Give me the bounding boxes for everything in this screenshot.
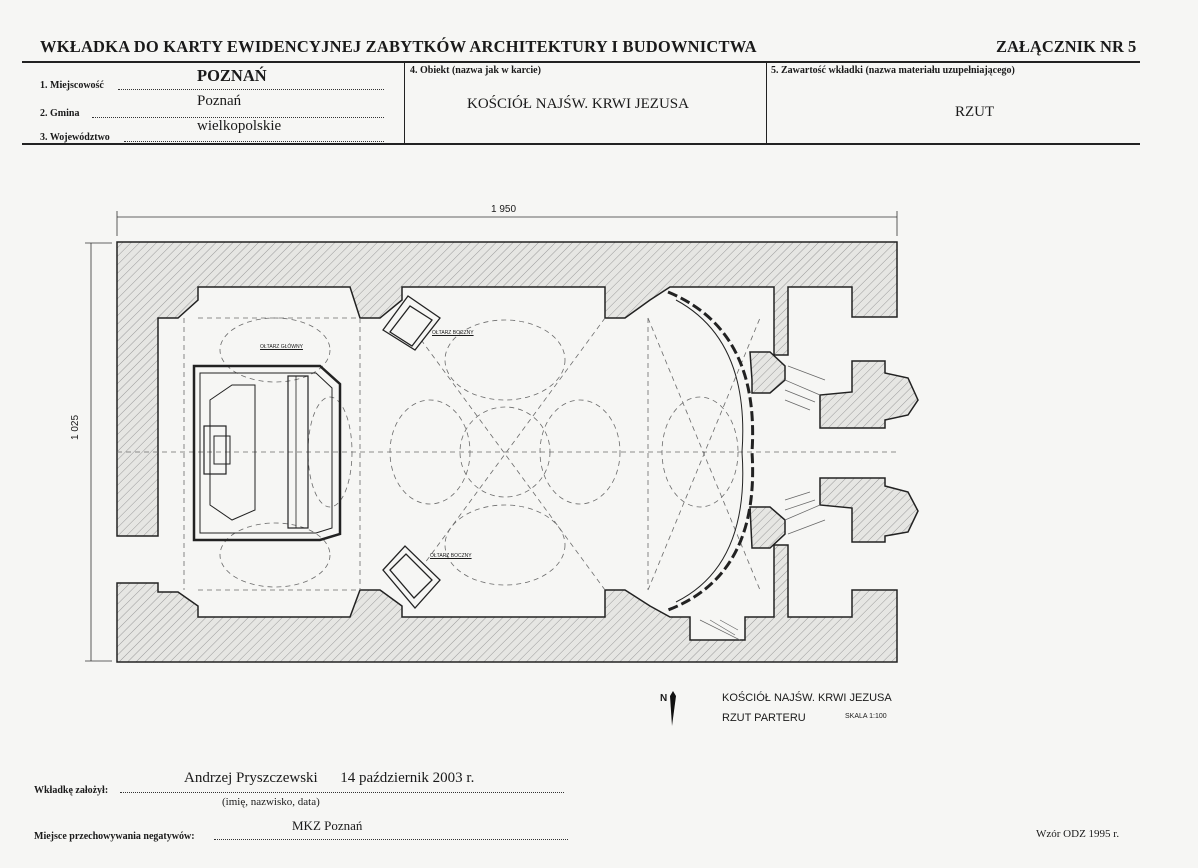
outer-walls bbox=[116, 241, 898, 663]
field-object-value: KOŚCIÓŁ NAJŚW. KRWI JEZUSA bbox=[467, 96, 689, 112]
created-by-value: Andrzej Pryszczewski 14 październik 2003… bbox=[184, 770, 475, 786]
main-altar-label: OŁTARZ GŁÓWNY bbox=[260, 344, 303, 350]
field-locality-label: 1. Miejscowość bbox=[40, 80, 104, 91]
north-arrow-icon bbox=[670, 691, 676, 726]
header-divider-2 bbox=[766, 62, 767, 144]
header-top-rule bbox=[22, 61, 1140, 63]
field-object-label: 4. Obiekt (nazwa jak w karcie) bbox=[410, 65, 541, 76]
dimension-height bbox=[85, 242, 112, 662]
storage-value: MKZ Poznań bbox=[292, 818, 363, 833]
side-altar-top bbox=[382, 295, 441, 351]
side-altar-top-label: OŁTARZ BOCZNY bbox=[432, 330, 474, 336]
header-divider-1 bbox=[404, 62, 405, 144]
annex-number: ZAŁĄCZNIK NR 5 bbox=[996, 37, 1137, 56]
side-altar-bottom bbox=[382, 545, 441, 609]
dimension-width bbox=[116, 211, 898, 236]
header-bottom-rule bbox=[22, 143, 1140, 145]
document-title: WKŁADKA DO KARTY EWIDENCYJNEJ ZABYTKÓW A… bbox=[40, 37, 757, 56]
tower-piers bbox=[749, 351, 919, 549]
width-dimension-label: 1 950 bbox=[491, 204, 517, 215]
field-content-value: RZUT bbox=[955, 104, 995, 120]
created-by-label: Wkładkę założył: bbox=[34, 785, 109, 796]
field-voivodeship-value: wielkopolskie bbox=[197, 118, 282, 134]
storage-label: Miejsce przechowywania negatywów: bbox=[34, 831, 195, 842]
plan-caption-sub: RZUT PARTERU bbox=[722, 712, 806, 724]
north-label: N bbox=[660, 693, 668, 704]
storage-dots bbox=[214, 839, 568, 840]
field-commune-value: Poznań bbox=[197, 93, 242, 109]
field-content-label: 5. Zawartość wkładki (nazwa materiału uz… bbox=[771, 65, 1015, 76]
stairs bbox=[699, 365, 826, 641]
created-by-dots bbox=[120, 792, 564, 793]
field-voivodeship-dots bbox=[124, 141, 384, 142]
gallery-arc bbox=[667, 290, 755, 612]
plan-caption-title: KOŚCIÓŁ NAJŚW. KRWI JEZUSA bbox=[722, 692, 892, 704]
side-altar-bottom-label: OŁTARZ BOCZNY bbox=[430, 553, 472, 559]
main-altar bbox=[192, 364, 342, 542]
plan-scale: SKALA 1:100 bbox=[845, 713, 887, 720]
field-locality-dots bbox=[118, 89, 384, 90]
field-voivodeship-label: 3. Województwo bbox=[40, 132, 110, 143]
form-reference: Wzór ODZ 1995 r. bbox=[1036, 828, 1120, 840]
height-dimension-label: 1 025 bbox=[70, 414, 81, 440]
field-commune-label: 2. Gmina bbox=[40, 108, 80, 119]
nave-vaults bbox=[117, 317, 897, 591]
field-locality-value: POZNAŃ bbox=[197, 66, 267, 85]
field-commune-dots bbox=[92, 117, 384, 118]
created-by-hint: (imię, nazwisko, data) bbox=[222, 796, 320, 808]
